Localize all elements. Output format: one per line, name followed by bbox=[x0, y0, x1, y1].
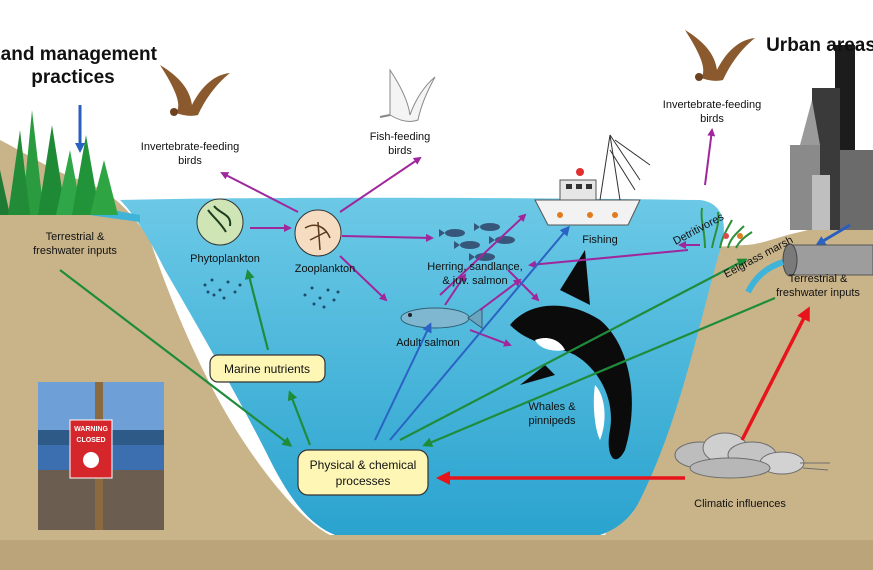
whales-label-1: Whales & bbox=[528, 401, 576, 413]
city-icon bbox=[790, 45, 873, 230]
marine-nutrients-label: Marine nutrients bbox=[224, 362, 310, 376]
terrestrial-right-label-2: freshwater inputs bbox=[776, 287, 860, 299]
physical-chemical-label-2: processes bbox=[336, 474, 391, 488]
warning-sign-photo: WARNING CLOSED bbox=[38, 382, 164, 530]
fish-birds-label-2: birds bbox=[388, 145, 412, 157]
land-management-heading-2: practices bbox=[31, 67, 114, 88]
invert-birds-left-label-2: birds bbox=[178, 155, 202, 167]
fishing-label: Fishing bbox=[582, 234, 617, 246]
land-management-heading-1: Land management bbox=[0, 44, 158, 65]
fish-birds-label-1: Fish-feeding bbox=[370, 131, 431, 143]
marine-nutrients-box: Marine nutrients bbox=[210, 355, 325, 382]
bird-icon bbox=[160, 65, 230, 116]
terrestrial-right-label-1: Terrestrial & bbox=[789, 273, 848, 285]
invert-birds-right-label-1: Invertebrate-feeding bbox=[663, 99, 761, 111]
invert-birds-left-label-1: Invertebrate-feeding bbox=[141, 141, 239, 153]
physical-chemical-label-1: Physical & chemical bbox=[310, 458, 417, 472]
terrestrial-left-label-1: Terrestrial & bbox=[46, 231, 105, 243]
urban-areas-heading: Urban areas bbox=[766, 35, 873, 56]
physical-chemical-box: Physical & chemical processes bbox=[298, 450, 428, 495]
herring-label-2: & juv. salmon bbox=[442, 275, 507, 287]
zooplankton-label: Zooplankton bbox=[295, 263, 356, 275]
terrestrial-left-label-2: freshwater inputs bbox=[33, 245, 117, 257]
forest-icon bbox=[0, 110, 118, 215]
herring-label-1: Herring, sandlance, bbox=[427, 261, 522, 273]
phytoplankton-label: Phytoplankton bbox=[190, 253, 260, 265]
gull-icon bbox=[380, 70, 435, 121]
invert-birds-right-label-2: birds bbox=[700, 113, 724, 125]
climatic-label: Climatic influences bbox=[694, 498, 786, 510]
ground bbox=[0, 540, 873, 570]
fishing-boat-icon bbox=[535, 135, 650, 225]
whales-label-2: pinnipeds bbox=[528, 415, 576, 427]
sign-closed-text: CLOSED bbox=[76, 437, 105, 444]
adult-salmon-label: Adult salmon bbox=[396, 337, 460, 349]
bird-icon bbox=[685, 30, 755, 81]
sign-warning-text: WARNING bbox=[74, 426, 108, 433]
